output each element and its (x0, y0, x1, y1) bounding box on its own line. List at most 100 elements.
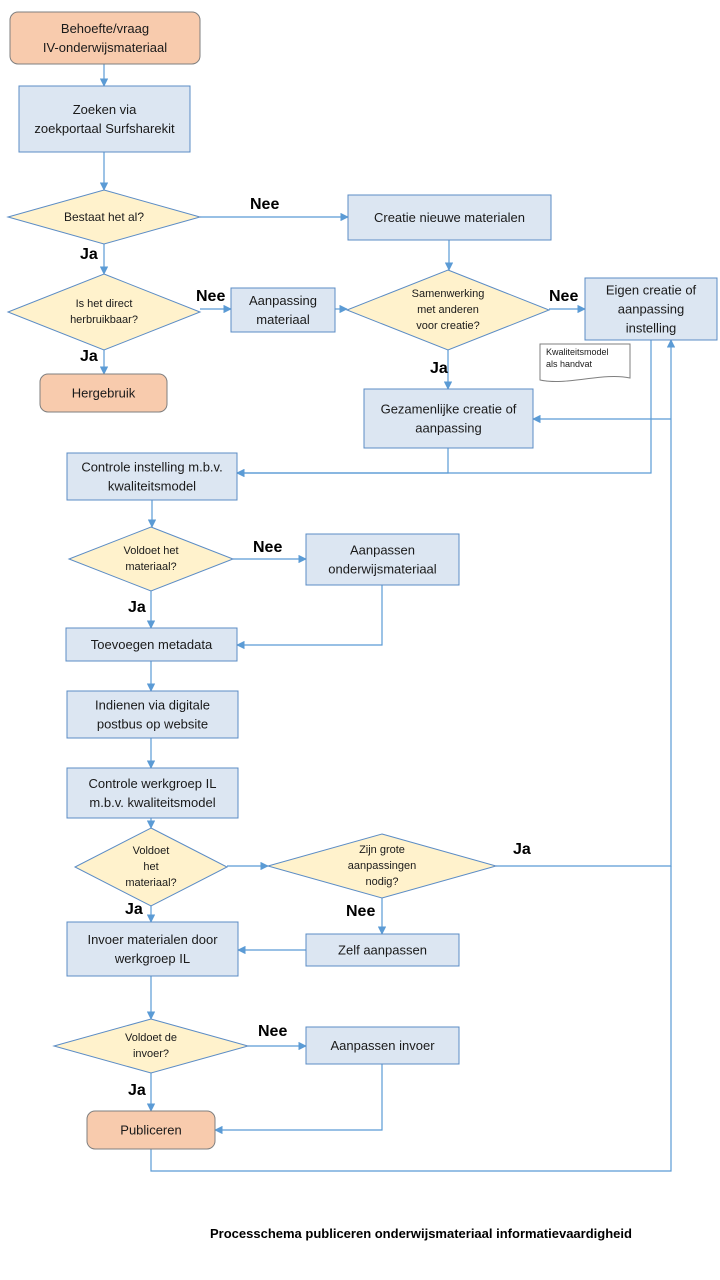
node-label: materiaal? (125, 561, 176, 573)
node-aanpassen-invoer: Aanpassen invoer (305, 1026, 460, 1065)
node-label: Aanpassen invoer (330, 1038, 435, 1053)
note-label: als handvat (546, 359, 593, 369)
branch-label-ja: Ja (125, 901, 143, 918)
node-label: Creatie nieuwe materialen (374, 210, 525, 225)
branch-label-ja: Ja (430, 360, 448, 377)
node-voldoet1: Voldoet het materiaal? (67, 526, 235, 592)
node-zelf-aanpassen: Zelf aanpassen (305, 933, 460, 967)
node-publiceren: Publiceren (86, 1110, 216, 1150)
node-label: Behoefte/vraag (61, 21, 149, 36)
process-box (230, 287, 336, 333)
node-label: Indienen via digitale (95, 698, 210, 713)
decision-diamond (67, 526, 235, 592)
node-creatie-nieuw: Creatie nieuwe materialen (347, 194, 552, 241)
node-label: aanpassing (618, 302, 685, 317)
node-label: materiaal? (125, 877, 176, 889)
branch-label-nee: Nee (549, 288, 578, 305)
node-label: m.b.v. kwaliteitsmodel (89, 795, 215, 810)
node-label: Voldoet de (125, 1032, 177, 1044)
process-box (65, 627, 238, 662)
connector-line (236, 585, 383, 650)
branch-label-nee: Nee (253, 539, 282, 556)
process-box (584, 277, 718, 341)
connector-line (236, 448, 449, 478)
branch-label-nee: Nee (196, 288, 225, 305)
node-aanpassen-ow: Aanpassen onderwijsmateriaal (305, 533, 460, 586)
node-voldoet2: Voldoet het materiaal? (73, 827, 229, 907)
node-label: Hergebruik (72, 386, 136, 401)
process-box (66, 767, 239, 819)
note-label: Kwaliteitsmodel (546, 347, 609, 357)
terminal-box (9, 11, 201, 65)
process-box (305, 933, 460, 967)
node-eigen-creatie: Eigen creatie of aanpassing instelling (584, 277, 718, 341)
node-label: Controle werkgroep IL (89, 776, 217, 791)
note-shape (539, 343, 631, 383)
node-label: aanpassingen (348, 860, 417, 872)
process-box (347, 194, 552, 241)
branch-label-nee: Nee (250, 196, 279, 213)
node-hergebruik: Hergebruik (39, 373, 168, 413)
process-box (18, 85, 191, 153)
node-label: Eigen creatie of (606, 283, 697, 298)
node-controle-instelling: Controle instelling m.b.v. kwaliteitsmode… (66, 452, 238, 501)
node-label: Gezamenlijke creatie of (381, 402, 517, 417)
decision-diamond (52, 1018, 250, 1074)
connector-line (150, 866, 672, 1172)
node-grote-aanpassingen: Zijn grote aanpassingen nodig? (266, 833, 498, 899)
node-label: Zijn grote (359, 844, 405, 856)
branch-label-ja: Ja (80, 348, 98, 365)
decision-diamond (266, 833, 498, 899)
node-label: instelling (626, 320, 677, 335)
process-box (305, 1026, 460, 1065)
connector-line (236, 340, 652, 478)
node-label: aanpassing (415, 420, 482, 435)
decision-diamond (345, 269, 551, 351)
terminal-box (39, 373, 168, 413)
node-label: nodig? (365, 876, 398, 888)
node-label: onderwijsmateriaal (328, 561, 436, 576)
node-label: Aanpassing (249, 293, 317, 308)
node-label: Aanpassen (350, 543, 415, 558)
branch-label-nee: Nee (346, 903, 375, 920)
node-label: Is het direct (76, 298, 133, 310)
node-gezamenlijke: Gezamenlijke creatie of aanpassing (363, 388, 534, 449)
node-label: Publiceren (120, 1123, 181, 1138)
process-box (66, 452, 238, 501)
node-label: voor creatie? (416, 320, 480, 332)
process-box (66, 690, 239, 739)
branch-label-ja: Ja (80, 246, 98, 263)
node-label: het (143, 861, 158, 873)
branch-label-ja: Ja (513, 841, 531, 858)
node-kwaliteitsmodel-note: Kwaliteitsmodel als handvat (539, 343, 631, 383)
node-indienen: Indienen via digitale postbus op website (66, 690, 239, 739)
node-label: Bestaat het al? (64, 210, 144, 224)
node-label: materiaal (256, 312, 310, 327)
process-box (66, 921, 239, 977)
node-aanpassing-materiaal: Aanpassing materiaal (230, 287, 336, 333)
node-label: Toevoegen metadata (91, 637, 213, 652)
node-label: Zoeken via (73, 102, 137, 117)
node-label: Controle instelling m.b.v. (81, 460, 222, 475)
node-controle-werkgroep: Controle werkgroep IL m.b.v. kwaliteitsmo… (66, 767, 239, 819)
node-label: invoer? (133, 1048, 169, 1060)
node-voldoet-invoer: Voldoet de invoer? (52, 1018, 250, 1074)
branch-label-nee: Nee (258, 1023, 287, 1040)
diagram-caption: Processchema publiceren onderwijsmateria… (210, 1226, 632, 1241)
node-label: zoekportaal Surfsharekit (34, 121, 175, 136)
node-label: Voldoet (133, 845, 170, 857)
node-label: Voldoet het (123, 545, 178, 557)
node-label: herbruikbaar? (70, 314, 138, 326)
node-label: Invoer materialen door (87, 932, 218, 947)
decision-diamond (73, 827, 229, 907)
node-label: Zelf aanpassen (338, 943, 427, 958)
decision-diamond (6, 189, 202, 245)
node-label: postbus op website (97, 716, 208, 731)
terminal-box (86, 1110, 216, 1150)
node-zoeken: Zoeken via zoekportaal Surfsharekit (18, 85, 191, 153)
node-label: kwaliteitsmodel (108, 478, 196, 493)
